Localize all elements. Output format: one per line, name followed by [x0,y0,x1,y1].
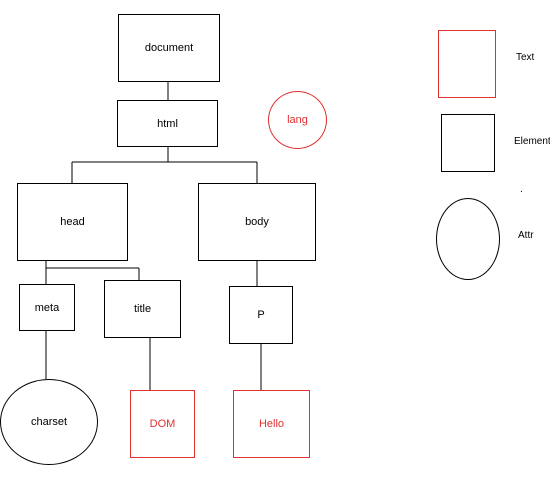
node-charset-label: charset [30,416,68,428]
node-p: P [229,286,293,344]
node-p-label: P [257,309,265,321]
node-document-label: document [144,42,194,54]
node-dom: DOM [130,390,195,458]
node-head-label: head [60,216,85,228]
node-html: html [117,100,218,147]
node-body: body [198,183,316,261]
legend-attr-label: Attr [518,230,534,241]
node-dom-label: DOM [149,418,176,430]
legend-text-label: Text [516,52,535,63]
node-meta: meta [19,284,75,331]
node-title: title [104,280,181,338]
node-body-label: body [245,216,269,228]
node-hello: Hello [233,390,310,458]
legend-dot: . [520,184,523,195]
legend-element-swatch [441,114,495,172]
node-meta-label: meta [34,301,60,314]
node-hello-label: Hello [258,418,285,430]
legend-attr-swatch [436,198,500,280]
node-html-label: html [157,117,178,130]
legend-element-label: Element [514,136,550,147]
node-lang: lang [268,91,327,149]
node-head: head [17,183,128,261]
node-document: document [118,14,220,82]
node-title-label: title [133,303,152,315]
node-charset: charset [0,379,98,465]
legend-text-swatch [438,30,496,98]
node-lang-label: lang [287,114,308,126]
